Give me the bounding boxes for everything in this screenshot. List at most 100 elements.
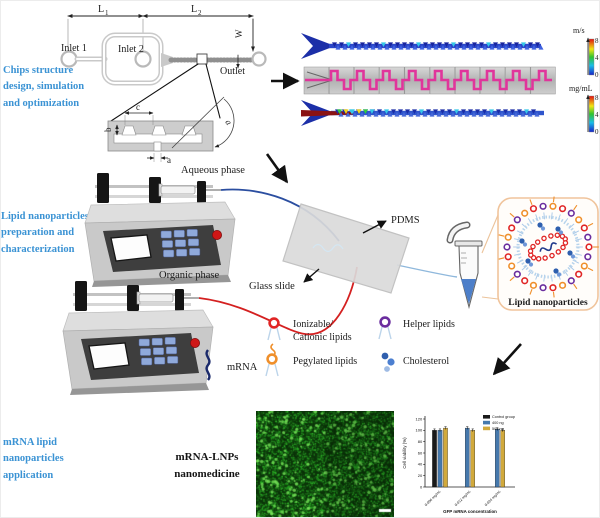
- lipid-head: [540, 285, 546, 291]
- dim-l1-sub: 1: [105, 9, 109, 17]
- y-tick-label: 40: [418, 462, 423, 467]
- velocity-colorbar: m/s 8 4 0: [573, 26, 599, 79]
- lipid-head: [268, 355, 277, 364]
- lipid-head: [582, 263, 588, 269]
- glass-slide-label: Glass slide: [249, 281, 295, 292]
- lipid-tail: [268, 328, 271, 340]
- lipid-head: [381, 318, 390, 327]
- y-tick-label: 80: [418, 439, 423, 444]
- mixing-ring: [104, 35, 161, 83]
- cholesterol-dot: [557, 272, 561, 276]
- helper-label: Helper lipids: [403, 319, 455, 330]
- lipid-head: [522, 210, 528, 216]
- bar: [438, 430, 442, 487]
- lipid-head: [576, 271, 582, 277]
- groove-channel: [114, 134, 202, 143]
- lipid-head: [550, 285, 556, 291]
- bar: [465, 428, 469, 487]
- inlet2-label: Inlet 2: [118, 44, 144, 55]
- dim-w-label: W: [234, 29, 244, 38]
- legend-label: 500 ng: [492, 427, 504, 431]
- dim-c-label: c: [136, 102, 140, 112]
- outlet-tube: [397, 265, 457, 277]
- lipid-head: [504, 244, 510, 250]
- lnp-callout-box: [498, 198, 598, 310]
- bar: [501, 430, 505, 487]
- colorbar-min: 0: [595, 71, 599, 79]
- groove-slit: [154, 142, 161, 151]
- legend-label: Control group: [492, 415, 515, 419]
- x-tick-label: 0.006 mg/mL: [424, 489, 442, 507]
- y-tick-label: 100: [416, 428, 423, 433]
- lipid-head: [509, 263, 515, 269]
- ionizable-lipid-icon: [268, 319, 280, 340]
- lipid-head: [505, 234, 511, 240]
- x-axis-title: GFP mRNA concentration: [443, 509, 497, 514]
- lipid-head: [582, 225, 588, 231]
- channel-cross-section: c b a a: [103, 97, 234, 165]
- lipid-head: [568, 210, 574, 216]
- arrow-to-application: [494, 344, 521, 374]
- eppendorf-tube: [450, 225, 482, 307]
- dim-l1-label: L: [98, 4, 104, 15]
- lipid-head: [270, 319, 279, 328]
- bar: [443, 428, 447, 487]
- arrow-to-preparation: [267, 154, 287, 182]
- bar: [432, 430, 436, 487]
- bar: [495, 429, 499, 487]
- magnifier-line: [111, 64, 198, 121]
- outlet-label: Outlet: [220, 66, 245, 77]
- cholesterol-dot: [382, 353, 389, 360]
- cholesterol-label: Cholesterol: [403, 356, 449, 367]
- experiment-strip: [304, 67, 555, 94]
- dim-l2-sub: 2: [198, 9, 202, 17]
- y-tick-label: 120: [416, 416, 423, 421]
- lnp-callout: Lipid nanoparticles: [482, 197, 599, 310]
- colorbar-max: 8: [595, 37, 599, 45]
- inlet1-label: Inlet 1: [61, 43, 87, 54]
- helper-lipid-icon: [379, 318, 391, 339]
- colorbar-gradient: [589, 96, 594, 132]
- cholesterol-dot: [387, 358, 394, 365]
- fluorescence-image: [256, 411, 394, 517]
- lipid-tail: [275, 364, 278, 376]
- lipid-head: [568, 278, 574, 284]
- dim-a-label: a: [167, 155, 171, 165]
- velocity-simulation-strip: [301, 33, 544, 59]
- cholesterol-dot: [384, 366, 390, 372]
- callout-line: [482, 297, 498, 299]
- colorbar-gradient: [589, 39, 594, 75]
- lipid-head: [522, 278, 528, 284]
- lipid-head: [509, 225, 515, 231]
- lipid-head: [586, 244, 592, 250]
- colorbar-min: 0: [595, 128, 599, 136]
- peg-spike: [553, 292, 554, 298]
- zoom-box: [197, 54, 207, 64]
- lipid-head: [531, 206, 537, 212]
- legend-label: 400 ng: [492, 421, 504, 425]
- legend-swatch: [483, 421, 490, 425]
- lipid-tail: [388, 327, 391, 339]
- y-axis-title: Cell viability (%): [402, 437, 407, 469]
- y-tick-label: 0: [420, 484, 423, 489]
- y-tick-label: 20: [418, 473, 423, 478]
- tube-liquid: [461, 279, 476, 304]
- lipid-head: [531, 283, 537, 289]
- colorbar-max: 8: [595, 94, 599, 102]
- lipid-head: [585, 254, 591, 260]
- lipid-head: [576, 217, 582, 223]
- cholesterol-dot: [559, 230, 563, 234]
- bar: [471, 430, 475, 487]
- colorbar-mid: 4: [595, 54, 599, 62]
- cholesterol-dot: [571, 254, 575, 258]
- lipid-head: [540, 203, 546, 209]
- lipid-head: [550, 203, 556, 209]
- lipid-head: [560, 283, 566, 289]
- aqueous-phase-label: Aqueous phase: [181, 165, 245, 176]
- ionizable-label-line2: Cationic lipids: [293, 332, 352, 343]
- lipid-head: [515, 217, 521, 223]
- peg-spike: [553, 197, 554, 203]
- lipid-tail: [379, 327, 382, 339]
- pegylated-label: Pegylated lipids: [293, 356, 357, 367]
